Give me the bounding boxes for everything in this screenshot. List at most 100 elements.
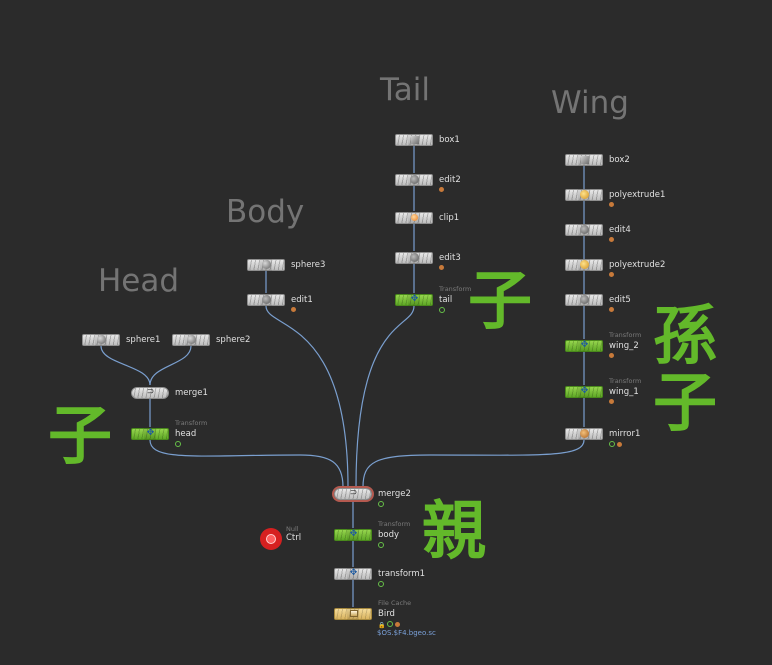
filecache-icon	[350, 610, 358, 617]
annotation-parent: 親	[422, 495, 486, 569]
node-transform1[interactable]: ✥ transform1	[334, 568, 425, 587]
node-sphere2[interactable]: sphere2	[172, 334, 250, 346]
node-type: Transform	[609, 377, 642, 385]
modified-flag-icon	[609, 399, 614, 404]
node-body[interactable]: ✥ Transform body	[334, 520, 410, 548]
node-wing-2[interactable]: ✥ Transform wing_2	[565, 331, 641, 358]
node-ctrl[interactable]: Null Ctrl	[260, 525, 301, 550]
wire-mirror1-merge2	[362, 439, 585, 488]
node-label: mirror1	[609, 429, 641, 439]
node-label: edit2	[439, 175, 461, 185]
node-label: tail	[439, 295, 453, 305]
node-label: edit5	[609, 295, 631, 305]
node-edit2[interactable]: edit2	[395, 174, 461, 192]
modified-flag-icon	[617, 442, 622, 447]
display-flag-icon	[387, 621, 394, 627]
node-box1[interactable]: box1	[395, 134, 460, 146]
clip-icon	[411, 214, 418, 221]
edit-icon	[580, 295, 589, 304]
node-head[interactable]: ✥ Transform head	[131, 419, 207, 447]
edit-icon	[410, 175, 419, 184]
edit-icon	[410, 253, 419, 262]
node-label: box1	[439, 135, 460, 145]
annotation-child-tail: 子	[468, 265, 532, 339]
node-label: head	[175, 429, 197, 439]
group-label-head: Head	[98, 263, 180, 299]
transform-icon: ✥	[146, 428, 155, 438]
node-type: Transform	[378, 520, 411, 528]
lock-icon: 🔒	[378, 622, 386, 629]
display-flag-icon	[378, 542, 384, 548]
node-edit5[interactable]: edit5	[565, 294, 631, 312]
node-label: Bird	[378, 609, 395, 619]
node-edit4[interactable]: edit4	[565, 224, 631, 242]
modified-flag-icon	[609, 237, 614, 242]
node-label: box2	[609, 155, 630, 165]
modified-flag-icon	[439, 265, 444, 270]
node-tail[interactable]: ✥ Transform tail	[395, 285, 471, 313]
node-mirror1[interactable]: mirror1	[565, 428, 640, 447]
polyextrude-icon	[580, 260, 589, 269]
node-wing-1[interactable]: ✥ Transform wing_1	[565, 377, 641, 404]
group-label-body: Body	[226, 194, 305, 230]
node-label: polyextrude1	[609, 190, 666, 200]
mirror-icon	[580, 429, 589, 438]
node-label: wing_1	[609, 387, 639, 397]
modified-flag-icon	[609, 353, 614, 358]
display-flag-icon	[609, 441, 615, 447]
node-label: edit3	[439, 253, 461, 263]
wire-tail-merge2	[355, 305, 415, 488]
node-label: edit1	[291, 295, 313, 305]
sphere-icon	[97, 335, 106, 344]
node-bird[interactable]: File Cache Bird 🔒	[334, 599, 411, 629]
node-label: sphere1	[126, 335, 161, 345]
node-label: transform1	[378, 569, 426, 579]
wire-sphere1-merge1	[100, 345, 151, 386]
display-flag-icon	[175, 441, 181, 447]
display-flag-icon	[378, 581, 384, 587]
merge-icon: ⊃	[349, 488, 358, 498]
node-label: polyextrude2	[609, 260, 666, 270]
node-edit1[interactable]: edit1	[247, 294, 313, 312]
node-sphere3[interactable]: sphere3	[247, 259, 325, 271]
modified-flag-icon	[609, 202, 614, 207]
modified-flag-icon	[439, 187, 444, 192]
node-label: sphere2	[216, 335, 251, 345]
sphere-icon	[262, 260, 271, 269]
node-label: merge1	[175, 388, 208, 398]
transform-icon: ✥	[349, 568, 358, 578]
transform-icon: ✥	[580, 386, 589, 396]
display-flag-icon	[378, 501, 384, 507]
node-clip1[interactable]: clip1	[395, 212, 459, 224]
merge-icon: ⊃	[146, 387, 155, 397]
null-icon	[260, 528, 282, 550]
node-type: Transform	[439, 285, 472, 293]
transform-icon: ✥	[410, 294, 419, 304]
modified-flag-icon	[395, 622, 401, 627]
node-merge1[interactable]: ⊃ merge1	[131, 387, 208, 399]
group-label-tail: Tail	[380, 72, 431, 108]
node-type: Transform	[609, 331, 642, 339]
node-polyextrude2[interactable]: polyextrude2	[565, 259, 665, 277]
transform-icon: ✥	[349, 529, 358, 539]
node-box2[interactable]: box2	[565, 154, 630, 166]
group-label-wing: Wing	[551, 85, 629, 121]
node-edit3[interactable]: edit3	[395, 252, 461, 270]
node-label: wing_2	[609, 341, 639, 351]
annotation-grandchild-1: 孫	[653, 300, 717, 374]
node-label: clip1	[439, 213, 460, 223]
node-polyextrude1[interactable]: polyextrude1	[565, 189, 665, 207]
edit-icon	[580, 225, 589, 234]
node-type: File Cache	[378, 599, 412, 607]
annotation-child-left: 子	[48, 400, 112, 474]
polyextrude-icon	[580, 190, 589, 199]
display-flag-icon	[439, 307, 445, 313]
wire-sphere2-merge1	[149, 345, 192, 386]
transform-icon: ✥	[580, 340, 589, 350]
annotation-grandchild-2: 子	[653, 367, 717, 441]
node-merge2[interactable]: ⊃ merge2	[334, 488, 411, 507]
node-sphere1[interactable]: sphere1	[82, 334, 160, 346]
node-type: Null	[286, 525, 299, 533]
node-label: merge2	[378, 489, 411, 499]
